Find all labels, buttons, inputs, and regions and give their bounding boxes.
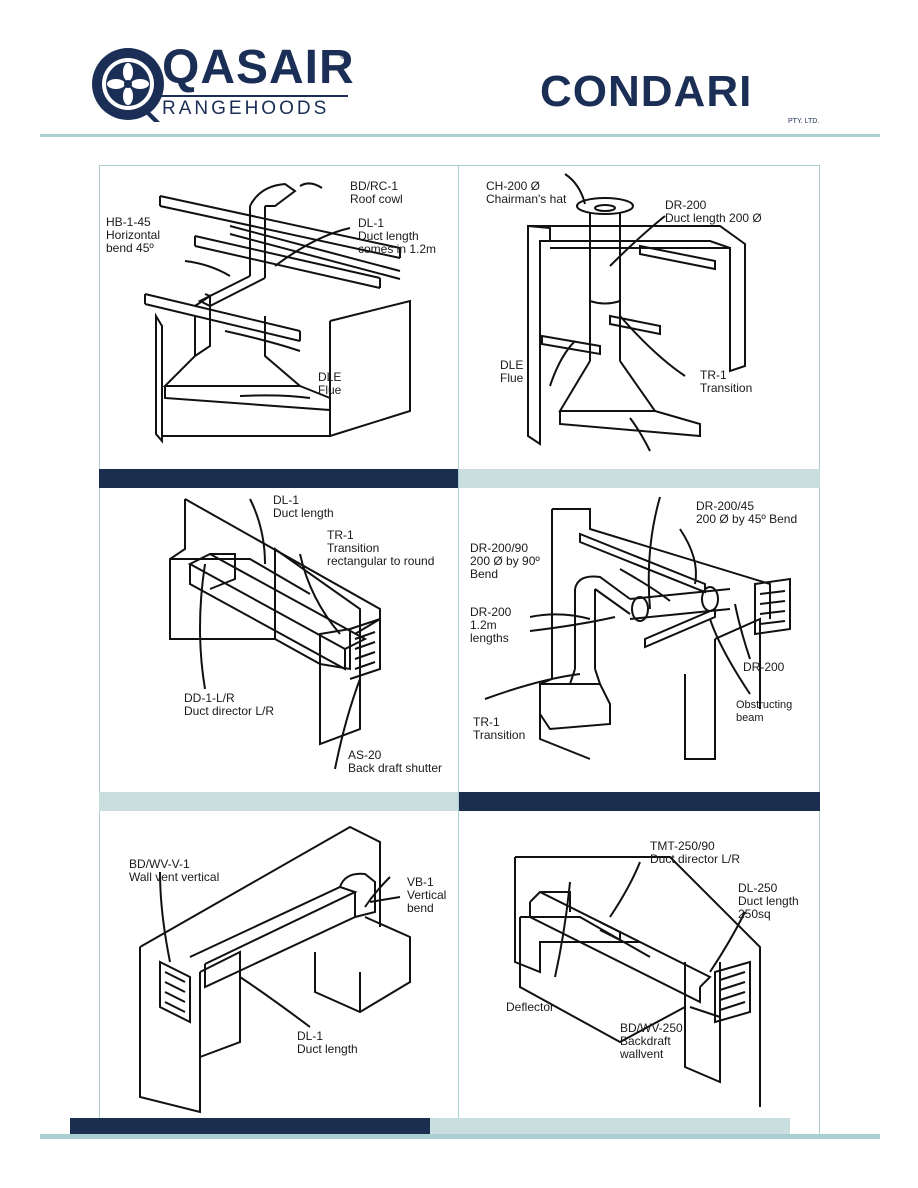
label-dl-1-3: DL-1 Duct length bbox=[297, 1029, 358, 1056]
page-header: QASAIR ® RANGEHOODS CONDARI PTY. LTD. bbox=[0, 0, 918, 140]
label-dl-1-2: DL-1 Duct length bbox=[273, 493, 334, 520]
label-tr-1-rect-round: TR-1 Transition rectangular to round bbox=[327, 528, 435, 568]
roof-cowl-diagram bbox=[144, 182, 411, 444]
panel-obstructing-beam: DR-200/45 200 Ø by 45º Bend DR-200/90 20… bbox=[460, 489, 819, 791]
qasair-rule bbox=[160, 95, 348, 97]
label-deflector: Deflector bbox=[506, 1000, 555, 1014]
row2-bar-left bbox=[99, 792, 458, 811]
label-bd-rc-1: BD/RC-1 Roof cowl bbox=[350, 179, 403, 206]
label-dle-flue: DLE Flue bbox=[318, 370, 342, 397]
qasair-wordmark: QASAIR bbox=[162, 41, 355, 94]
row1-bar-right bbox=[459, 469, 820, 488]
duct-director-diagram bbox=[169, 498, 381, 770]
qasair-fan-logo-icon bbox=[92, 48, 164, 122]
chairmans-hat-diagram bbox=[527, 173, 746, 452]
panel-chairmans-hat: CH-200 Ø Chairman's hat DR-200 Duct leng… bbox=[460, 166, 819, 468]
qasair-subtitle: RANGEHOODS bbox=[162, 98, 330, 119]
label-bd-wv-v-1: BD/WV-V-1 Wall vent vertical bbox=[129, 857, 220, 884]
footer-bar-light bbox=[430, 1118, 790, 1135]
label-dl-1: DL-1 Duct length comes in 1.2m bbox=[358, 216, 437, 256]
backdraft-wallvent-diagram bbox=[514, 856, 761, 1107]
label-bd-wv-250: BD/WV-250 Backdraft wallvent bbox=[620, 1021, 683, 1061]
wall-vent-vertical-diagram bbox=[139, 825, 411, 1114]
grid-divider bbox=[458, 165, 459, 1136]
row1-bar-left bbox=[99, 469, 458, 488]
condari-pty-ltd: PTY. LTD. bbox=[788, 118, 820, 125]
panel-roof-cowl: BD/RC-1 Roof cowl HB-1-45 Horizontal ben… bbox=[100, 166, 457, 468]
label-dr-200-45: DR-200/45 200 Ø by 45º Bend bbox=[696, 499, 798, 526]
label-dr-200-lengths: DR-200 1.2m lengths bbox=[470, 605, 512, 645]
label-as-20: AS-20 Back draft shutter bbox=[348, 748, 443, 775]
footer-rule bbox=[40, 1134, 880, 1139]
label-tr-1-transition: TR-1 Transition bbox=[473, 715, 526, 742]
label-dr-200-b: DR-200 bbox=[743, 660, 785, 674]
label-hb-1-45: HB-1-45 Horizontal bend 45º bbox=[106, 215, 161, 255]
header-rule bbox=[40, 134, 880, 137]
row2-bar-right bbox=[459, 792, 820, 811]
panel-backdraft-wallvent: TMT-250/90 Duct director L/R DL-250 Duct… bbox=[460, 812, 819, 1118]
label-dr-200-90: DR-200/90 200 Ø by 90º Bend bbox=[470, 541, 540, 581]
panel-wall-vent-vertical: BD/WV-V-1 Wall vent vertical VB-1 Vertic… bbox=[100, 812, 457, 1118]
obstructing-beam-diagram bbox=[484, 496, 791, 760]
label-tr-1: TR-1 Transition bbox=[700, 368, 753, 395]
label-dd-1-l-r: DD-1-L/R Duct director L/R bbox=[184, 691, 275, 718]
footer-bar-dark bbox=[70, 1118, 430, 1135]
label-tmt-250-90: TMT-250/90 Duct director L/R bbox=[650, 839, 741, 866]
label-vb-1: VB-1 Vertical bend bbox=[407, 875, 447, 915]
panel-duct-director: DL-1 Duct length TR-1 Transition rectang… bbox=[100, 489, 457, 791]
label-obstructing-beam: Obstructing beam bbox=[736, 699, 793, 724]
registered-mark: ® bbox=[340, 50, 349, 62]
label-ch-200: CH-200 Ø Chairman's hat bbox=[486, 179, 567, 206]
label-dl-250: DL-250 Duct length 250sq bbox=[738, 881, 799, 921]
label-dr-200: DR-200 Duct length 200 Ø bbox=[665, 198, 762, 225]
condari-wordmark: CONDARI bbox=[540, 67, 753, 116]
label-dle-flue-2: DLE Flue bbox=[500, 358, 524, 385]
